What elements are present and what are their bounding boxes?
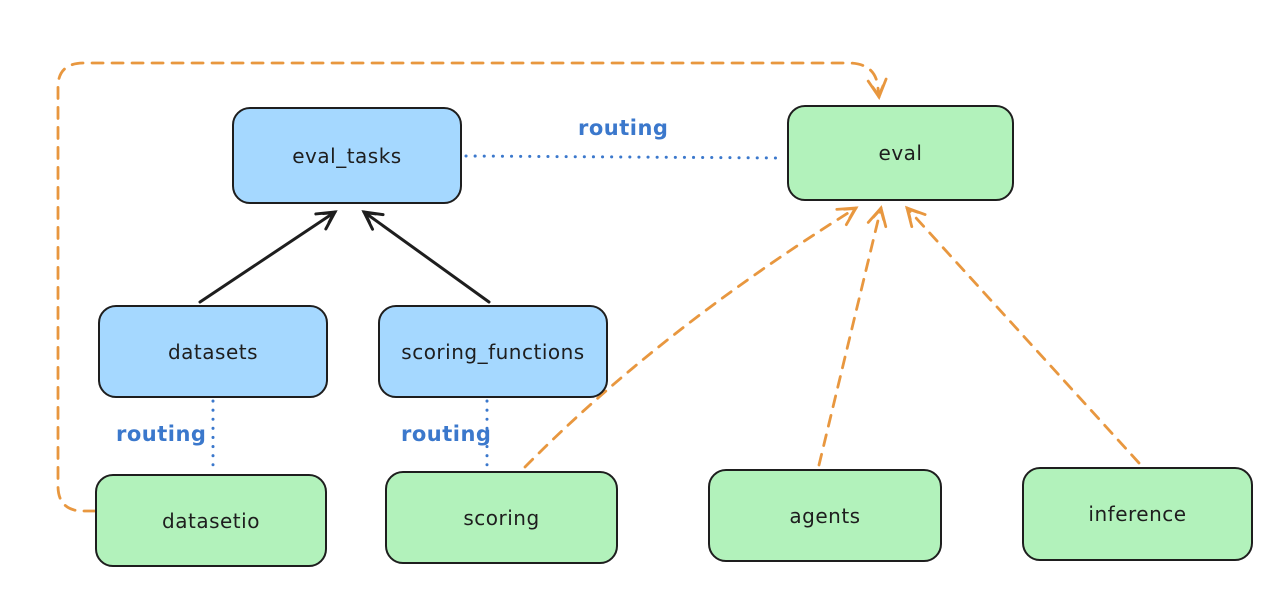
node-datasets: datasets: [98, 305, 328, 398]
node-eval-tasks: eval_tasks: [232, 107, 462, 204]
edge-inference-to-eval-dashed-arrow: [904, 205, 1141, 465]
edge-scoring-functions-to-eval-tasks-arrow: [361, 210, 491, 304]
node-inference: inference: [1022, 467, 1253, 561]
node-eval-tasks-label: eval_tasks: [292, 143, 402, 168]
node-datasets-label: datasets: [167, 339, 259, 364]
edge-agents-to-eval-dashed-arrow: [817, 205, 888, 467]
node-eval: eval: [787, 105, 1014, 201]
node-scoring-functions: scoring_functions: [378, 305, 608, 398]
node-agents: agents: [708, 469, 942, 562]
edge-datasets-to-eval-tasks-arrow: [198, 210, 338, 304]
edge-label-routing-datasets-datasetio: routing: [116, 422, 207, 446]
edge-datasetio-to-eval-dashed-loop-arrow: [56, 61, 888, 513]
edge-label-routing-scoring-functions-scoring: routing: [401, 422, 492, 446]
node-datasetio-label: datasetio: [162, 508, 260, 533]
edge-eval-tasks-to-eval-dotted: [464, 154, 785, 160]
node-scoring-label: scoring: [463, 505, 540, 530]
node-scoring-functions-label: scoring_functions: [401, 339, 585, 364]
node-eval-label: eval: [878, 141, 923, 165]
node-datasetio: datasetio: [95, 474, 327, 567]
node-scoring: scoring: [385, 471, 618, 564]
node-inference-label: inference: [1088, 502, 1187, 526]
node-agents-label: agents: [789, 503, 861, 528]
edge-scoring-to-eval-dashed-arrow: [523, 206, 859, 469]
edge-label-routing-eval-tasks-eval: routing: [578, 116, 669, 140]
